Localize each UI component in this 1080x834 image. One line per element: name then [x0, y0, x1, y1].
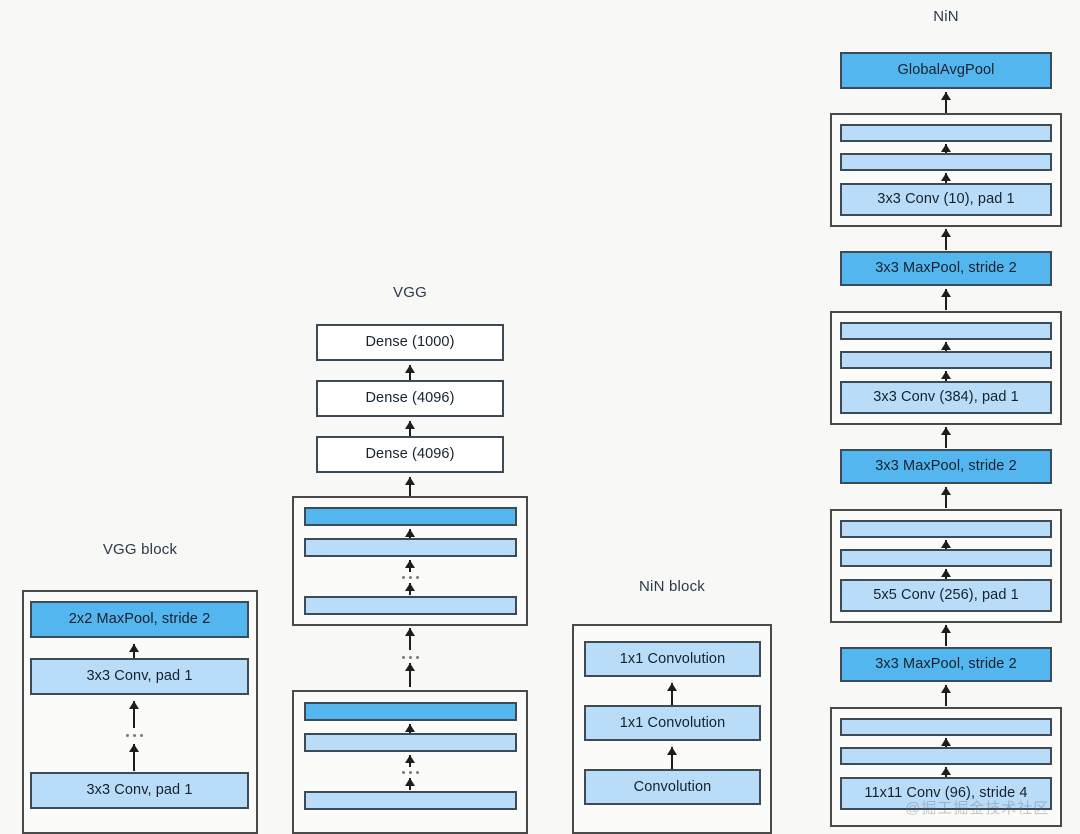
nin-block-title: NiN block [639, 578, 705, 595]
arrow-up-icon [403, 663, 417, 687]
nin-title: NiN [933, 8, 959, 25]
nin-bar-conv96-upper[interactable] [840, 718, 1052, 736]
vgg-bar-conv-upper-top[interactable] [304, 538, 517, 557]
nin-bar-conv10-middle[interactable] [840, 153, 1052, 171]
nin-bar-conv256-upper[interactable] [840, 520, 1052, 538]
nin-node-maxpool-1[interactable]: 3x3 MaxPool, stride 2 [840, 251, 1052, 286]
nin-node-globalavgpool[interactable]: GlobalAvgPool [840, 52, 1052, 89]
nin-bar-conv10-upper[interactable] [840, 124, 1052, 142]
vgg-block-node-conv-bottom[interactable]: 3x3 Conv, pad 1 [30, 772, 249, 809]
vgg-stacked-ellipsis-lower [396, 768, 424, 776]
arrow-up-icon [127, 644, 141, 669]
vgg-stacked-ellipsis-upper [396, 573, 424, 581]
arrow-up-icon [939, 229, 953, 250]
arrow-up-icon [939, 540, 953, 550]
arrow-up-icon [939, 569, 953, 580]
nin-block-node-convolution[interactable]: Convolution [584, 769, 761, 805]
nin-bar-conv384-upper[interactable] [840, 322, 1052, 340]
nin-node-maxpool-3[interactable]: 3x3 MaxPool, stride 2 [840, 647, 1052, 682]
arrow-up-icon [403, 560, 417, 572]
nin-node-conv384[interactable]: 3x3 Conv (384), pad 1 [840, 381, 1052, 414]
arrow-up-icon [939, 625, 953, 646]
vgg-bar-maxpool-lower[interactable] [304, 702, 517, 721]
arrow-up-icon [939, 144, 953, 154]
arrow-up-icon [665, 747, 679, 769]
arrow-up-icon [939, 173, 953, 184]
arrow-up-icon [403, 724, 417, 735]
arrow-up-icon [939, 427, 953, 448]
arrow-up-icon [403, 477, 417, 496]
arrow-up-icon [939, 92, 953, 113]
arrow-up-icon [403, 365, 417, 380]
nin-bar-conv384-middle[interactable] [840, 351, 1052, 369]
vgg-column-ellipsis [396, 653, 424, 661]
nin-bar-conv256-middle[interactable] [840, 549, 1052, 567]
arrow-up-icon [127, 744, 141, 771]
vgg-block-ellipsis [120, 730, 148, 740]
nin-node-conv256[interactable]: 5x5 Conv (256), pad 1 [840, 579, 1052, 612]
arrow-up-icon [939, 685, 953, 706]
arrow-up-icon [939, 738, 953, 748]
arrow-up-icon [403, 421, 417, 436]
arrow-up-icon [939, 767, 953, 778]
nin-bar-conv96-middle[interactable] [840, 747, 1052, 765]
arrow-up-icon [403, 778, 417, 790]
vgg-block-node-maxpool[interactable]: 2x2 MaxPool, stride 2 [30, 601, 249, 638]
arrow-up-icon [403, 583, 417, 595]
arrow-up-icon [665, 683, 679, 705]
arrow-up-icon [403, 755, 417, 767]
arrow-up-icon [939, 487, 953, 508]
nin-node-conv10[interactable]: 3x3 Conv (10), pad 1 [840, 183, 1052, 216]
vgg-node-dense-4096-lower[interactable]: Dense (4096) [316, 436, 504, 473]
arrow-up-icon [939, 371, 953, 382]
arrow-up-icon [403, 628, 417, 650]
nin-block-node-1x1-middle[interactable]: 1x1 Convolution [584, 705, 761, 741]
nin-node-conv96[interactable]: 11x11 Conv (96), stride 4 [840, 777, 1052, 810]
nin-block-node-1x1-top[interactable]: 1x1 Convolution [584, 641, 761, 677]
nin-node-maxpool-2[interactable]: 3x3 MaxPool, stride 2 [840, 449, 1052, 484]
arrow-up-icon [403, 529, 417, 540]
vgg-title: VGG [393, 284, 427, 301]
vgg-node-dense-4096-upper[interactable]: Dense (4096) [316, 380, 504, 417]
vgg-node-dense-1000[interactable]: Dense (1000) [316, 324, 504, 361]
arrow-up-icon [939, 289, 953, 310]
vgg-bar-conv-upper-bottom[interactable] [304, 596, 517, 615]
vgg-block-node-conv-top[interactable]: 3x3 Conv, pad 1 [30, 658, 249, 695]
vgg-bar-conv-lower-top[interactable] [304, 733, 517, 752]
arrow-up-icon [127, 701, 141, 728]
vgg-bar-conv-lower-bottom[interactable] [304, 791, 517, 810]
vgg-bar-maxpool-upper[interactable] [304, 507, 517, 526]
vgg-block-title: VGG block [102, 541, 178, 558]
arrow-up-icon [939, 342, 953, 352]
